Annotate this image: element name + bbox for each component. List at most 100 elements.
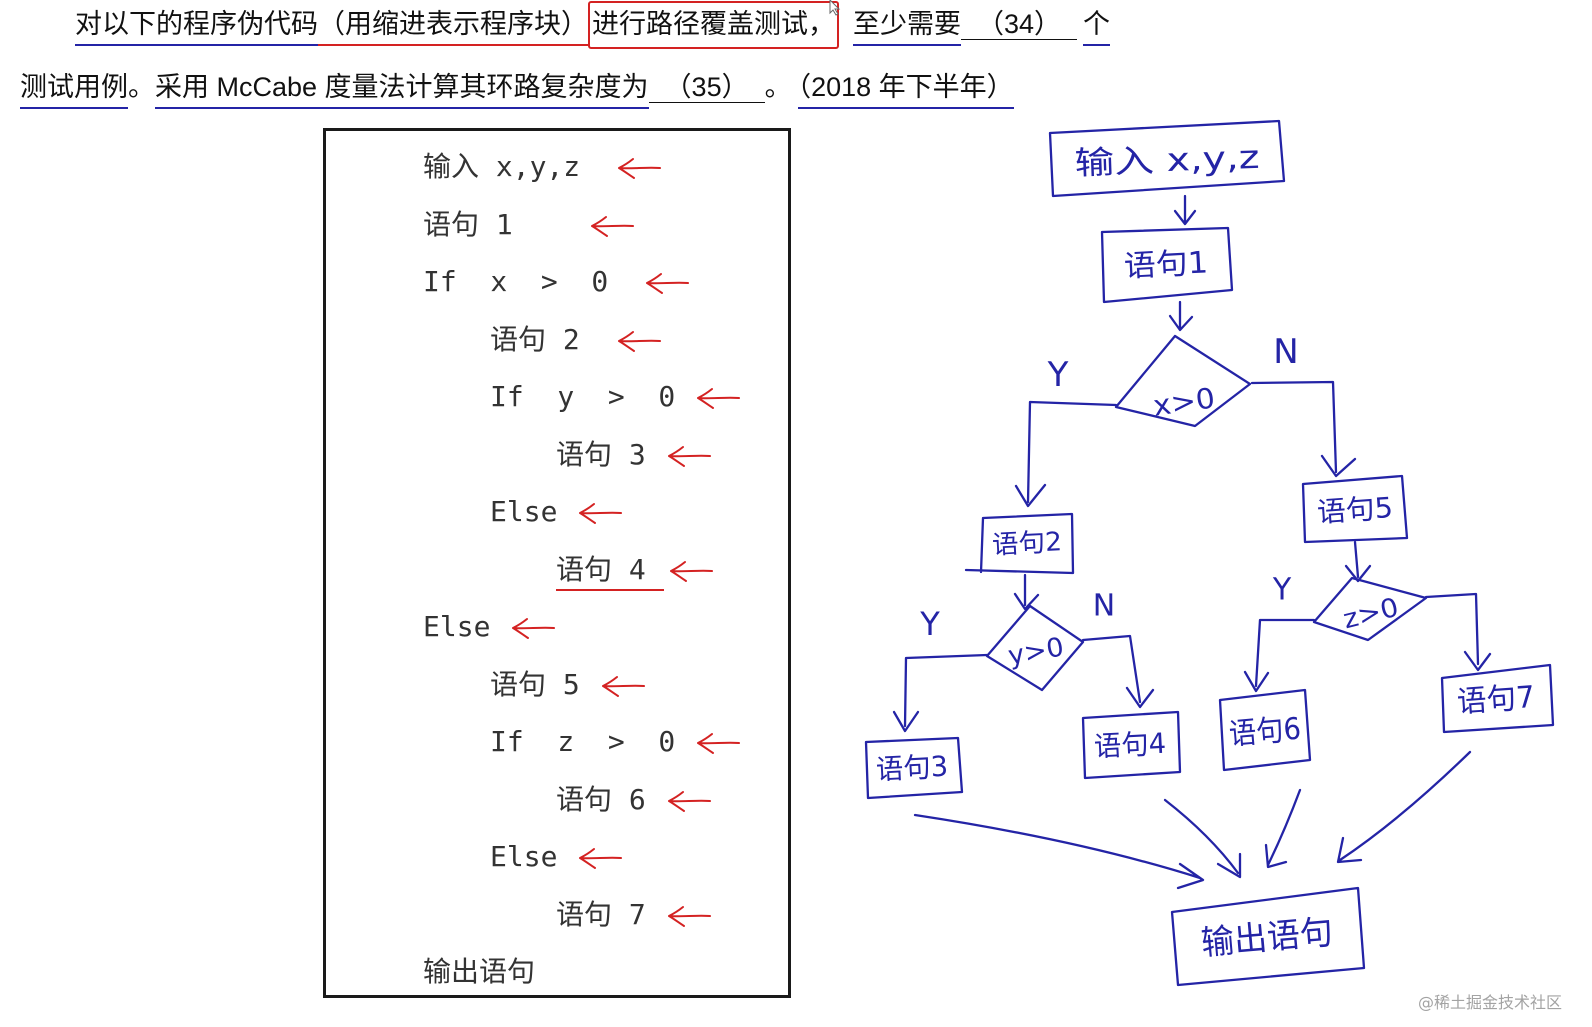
flow-arrow-s2-d2 bbox=[1013, 573, 1040, 611]
red-arrow-icon bbox=[579, 503, 623, 524]
code-line: Else bbox=[326, 828, 788, 886]
flow-branch-label: N bbox=[1093, 589, 1115, 624]
flow-arrow-input-s1 bbox=[1173, 194, 1197, 226]
flow-arrow-s6-output bbox=[1264, 788, 1302, 869]
question-source: （2018 年下半年） bbox=[797, 72, 1014, 109]
red-arrow-icon bbox=[667, 445, 711, 467]
question-text: 个 bbox=[1083, 9, 1111, 46]
flow-label-s6: 语句6 bbox=[1228, 711, 1303, 752]
flow-label-s1: 语句1 bbox=[1123, 245, 1209, 284]
flow-box-s1 bbox=[1100, 226, 1234, 304]
code-line: 语句 7 bbox=[326, 886, 788, 944]
answer-blank-35: （35） bbox=[648, 72, 765, 103]
flow-label-input: 输入 x,y,z bbox=[1074, 138, 1260, 182]
flow-diamond-d1 bbox=[1114, 334, 1252, 428]
code-text: 语句 7 bbox=[556, 897, 646, 931]
code-text: If y > 0 bbox=[490, 380, 676, 413]
flow-label-s5: 语句5 bbox=[1316, 491, 1394, 529]
flow-box-s3 bbox=[864, 736, 964, 800]
flow-arrow-s7-output bbox=[1336, 750, 1472, 864]
red-arrow-icon bbox=[601, 675, 645, 697]
code-text: Else bbox=[490, 495, 558, 528]
code-line: Else bbox=[326, 598, 788, 656]
code-line: 语句 6 bbox=[326, 771, 788, 829]
code-text: 语句 3 bbox=[556, 437, 646, 471]
red-arrow-icon bbox=[669, 560, 713, 582]
code-line: If y > 0 bbox=[326, 368, 788, 426]
flow-branch-label: Y bbox=[1047, 355, 1069, 395]
flow-box-s2 bbox=[964, 512, 1075, 575]
code-line: If x > 0 bbox=[326, 253, 788, 311]
code-text: 语句 5 bbox=[490, 667, 580, 701]
question-text: 。 bbox=[128, 72, 155, 102]
flow-label-s3: 语句3 bbox=[875, 750, 949, 787]
flow-arrow-s5-d3 bbox=[1344, 540, 1372, 583]
code-line: If z > 0 bbox=[326, 713, 788, 771]
flow-arrow-d3-yes bbox=[1243, 618, 1316, 693]
code-line: 语句 2 bbox=[326, 311, 788, 369]
code-text: 语句 6 bbox=[556, 782, 646, 816]
question-text: 对以下的程序伪代码 bbox=[75, 9, 318, 46]
code-text: 输入 x,y,z bbox=[423, 150, 581, 183]
flow-arrow-s3-output bbox=[913, 813, 1205, 890]
red-arrow-icon bbox=[617, 330, 661, 352]
flow-box-s4 bbox=[1081, 710, 1182, 780]
red-arrow-icon bbox=[618, 158, 662, 179]
red-arrow-icon bbox=[590, 215, 634, 237]
code-text: 语句 2 bbox=[490, 322, 580, 356]
red-arrow-icon bbox=[667, 790, 711, 812]
flow-arrow-d2-no bbox=[1081, 634, 1155, 709]
red-arrow-icon bbox=[579, 848, 623, 869]
flow-arrow-s1-d1 bbox=[1168, 300, 1194, 332]
question-line-1: 对以下的程序伪代码（用缩进表示程序块）进行路径覆盖测试， 至少需要（34）个 bbox=[75, 1, 1111, 49]
flow-arrow-s4-output bbox=[1163, 798, 1242, 879]
flow-box-input bbox=[1048, 119, 1286, 198]
flow-label-d2: y>0 bbox=[1006, 632, 1066, 671]
flow-label-s7: 语句7 bbox=[1456, 680, 1536, 720]
flow-diamond-d2 bbox=[985, 604, 1085, 692]
flow-label-output: 输出语句 bbox=[1200, 912, 1335, 963]
flow-box-s6 bbox=[1218, 688, 1312, 772]
question-text: 。 bbox=[764, 72, 792, 102]
red-arrow-icon bbox=[697, 388, 741, 409]
question-text: （用缩进表示程序块） bbox=[318, 9, 588, 46]
flow-branch-label: Y bbox=[919, 605, 940, 643]
code-line: 语句 5 bbox=[326, 656, 788, 714]
mouse-cursor-icon bbox=[829, 0, 841, 16]
flow-arrow-d1-no bbox=[1250, 380, 1357, 478]
code-text: 输出语句 bbox=[423, 955, 536, 988]
question-line-2: 测试用例。采用 McCabe 度量法计算其环路复杂度为（35）。（2018 年下… bbox=[20, 69, 1014, 109]
code-line: 语句 4 bbox=[326, 541, 788, 599]
flow-branch-label: Y bbox=[1272, 573, 1292, 608]
flow-box-s7 bbox=[1440, 663, 1555, 734]
flow-label-d3: z>0 bbox=[1340, 593, 1402, 636]
question-text-highlighted: 进行路径覆盖测试， bbox=[588, 1, 839, 49]
flow-label-s4: 语句4 bbox=[1093, 727, 1167, 764]
flow-branch-label: N bbox=[1273, 332, 1298, 372]
watermark: @稀土掘金技术社区 bbox=[1417, 993, 1562, 1012]
pseudocode-box: 输入 x,y,z 语句 1 If x > 0 语句 2 If y > 0 语句 … bbox=[323, 128, 791, 998]
red-arrow-icon bbox=[646, 273, 690, 294]
code-line: 输出语句 bbox=[326, 943, 788, 1001]
flow-arrow-d1-yes bbox=[1014, 400, 1118, 508]
answer-blank-34: （34） bbox=[961, 9, 1078, 40]
question-text: 测试用例 bbox=[20, 72, 128, 109]
code-text: If z > 0 bbox=[490, 725, 676, 758]
code-text: If x > 0 bbox=[423, 265, 609, 298]
red-arrow-icon bbox=[667, 905, 711, 927]
flow-box-output bbox=[1170, 886, 1366, 987]
flow-arrow-d3-no bbox=[1424, 592, 1492, 672]
flow-diamond-d3 bbox=[1312, 576, 1428, 642]
red-arrow-icon bbox=[697, 733, 741, 754]
code-text: 语句 1 bbox=[423, 207, 513, 241]
red-arrow-icon bbox=[512, 618, 556, 639]
code-line: Else bbox=[326, 483, 788, 541]
question-text: 采用 McCabe 度量法计算其环路复杂度为 bbox=[155, 72, 649, 109]
code-text: Else bbox=[423, 610, 491, 643]
flow-arrow-d2-yes bbox=[892, 653, 989, 733]
question-text: 至少需要 bbox=[853, 9, 961, 46]
code-line: 输入 x,y,z bbox=[326, 138, 788, 196]
code-text: Else bbox=[490, 840, 558, 873]
